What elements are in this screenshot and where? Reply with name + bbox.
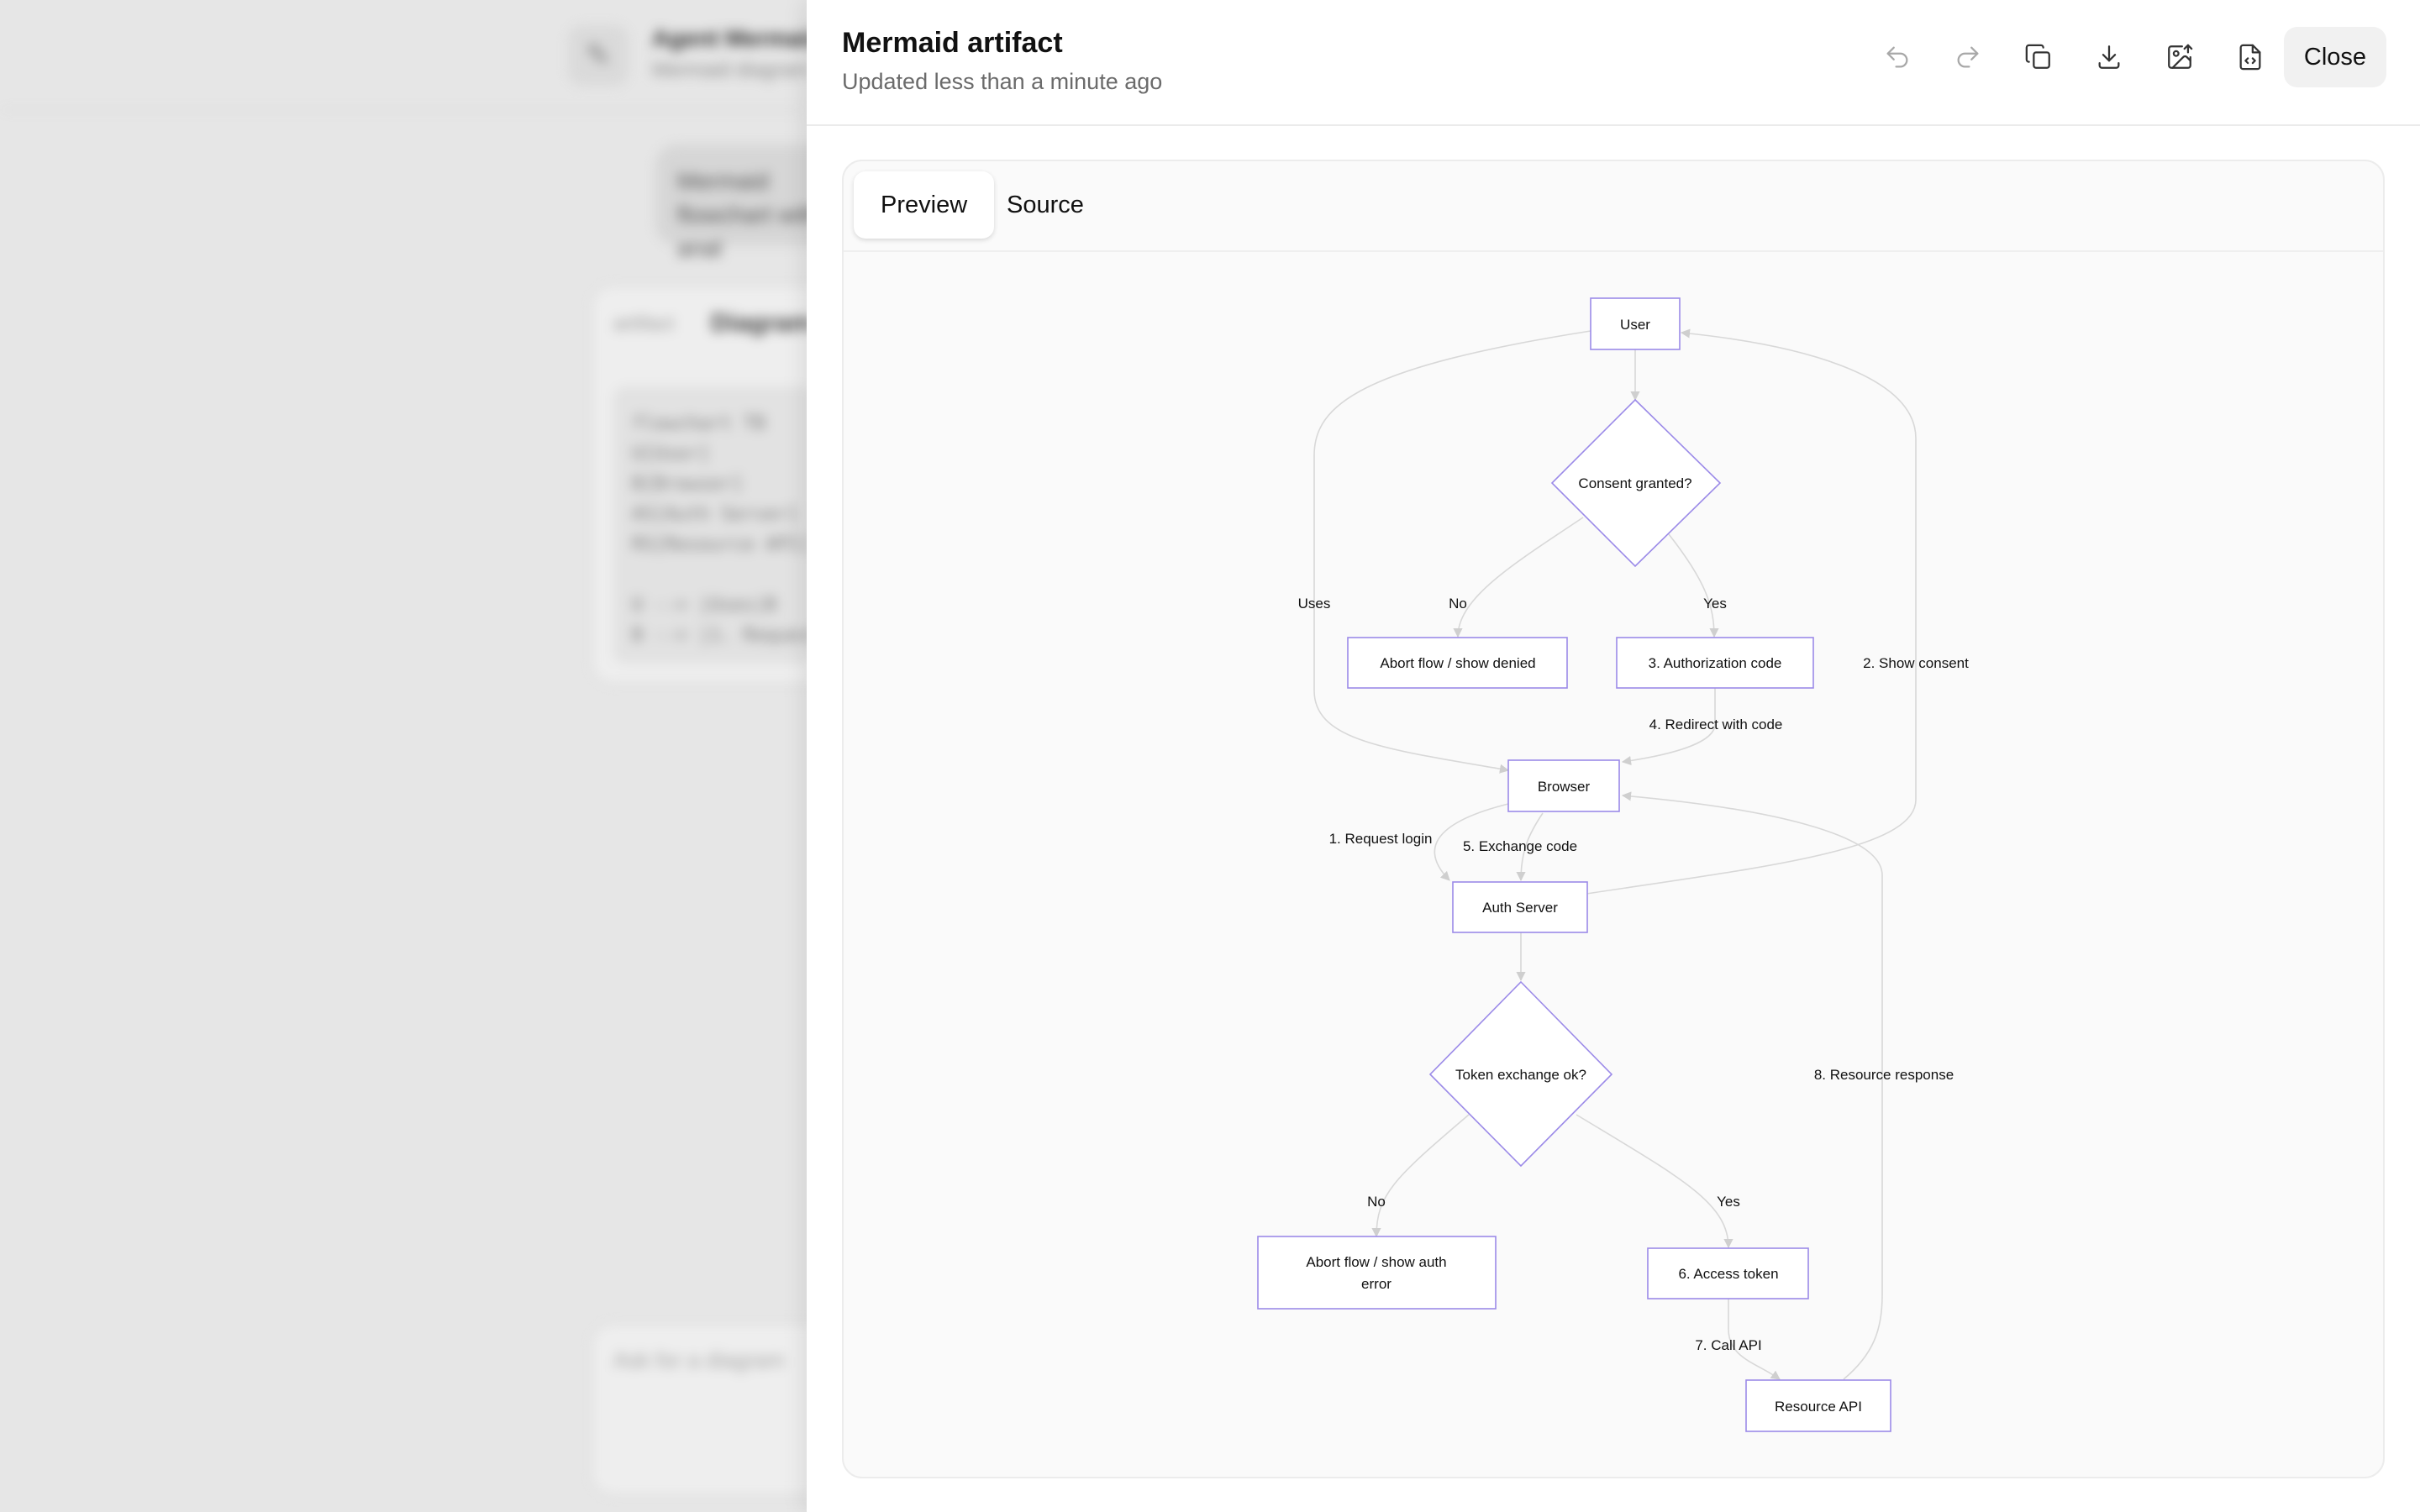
artifact-viewer: Preview Source xyxy=(842,160,2385,1478)
redo-button[interactable] xyxy=(1944,34,1991,81)
edge-authcode-redirect xyxy=(1621,688,1716,766)
background-chat: ✎ Agent Mermaid Mermaid diagram Mermaid … xyxy=(0,0,874,1512)
node-access-token xyxy=(1647,1247,1809,1299)
node-label-abort-denied: Abort flow / show denied xyxy=(1380,655,1535,671)
edge-token-no xyxy=(1371,1114,1470,1238)
background-code-block xyxy=(613,386,815,664)
node-label-resource-api: Resource API xyxy=(1775,1399,1862,1415)
background-subtitle: Mermaid diagram xyxy=(652,59,809,81)
node-label-user: User xyxy=(1620,317,1650,333)
edge-label-uses: Uses xyxy=(1298,596,1331,612)
edge-label-show-consent: 2. Show consent xyxy=(1863,655,1969,671)
background-input-placeholder: Ask for a diagram xyxy=(613,1347,785,1373)
edge-label-request-login: 1. Request login xyxy=(1329,831,1433,847)
background-code-line: B[Browser] xyxy=(632,474,744,495)
tab-source[interactable]: Source xyxy=(1007,191,1084,218)
node-token-exchange xyxy=(1428,980,1613,1168)
artifact-panel: Mermaid artifact Updated less than a min… xyxy=(807,0,2420,1512)
edge-user-uses-browser xyxy=(1313,330,1591,774)
undo-icon xyxy=(1886,46,1908,68)
edge-label-token-no: No xyxy=(1367,1194,1386,1210)
background-code-line: U --> |Uses|B xyxy=(632,595,777,616)
background-code-line: U[User] xyxy=(632,444,710,465)
node-auth-server xyxy=(1452,881,1588,933)
edge-token-yes xyxy=(1576,1114,1733,1249)
panel-title: Mermaid artifact xyxy=(842,27,1063,59)
node-browser xyxy=(1507,759,1620,812)
node-abort-auth xyxy=(1257,1236,1497,1310)
edge-browser-request-login xyxy=(1434,803,1509,881)
node-abort-denied xyxy=(1347,637,1568,689)
redo-icon xyxy=(1957,46,1979,68)
background-chat-input xyxy=(592,1324,847,1495)
edge-consent-yes xyxy=(1668,533,1719,638)
download-button[interactable] xyxy=(2086,34,2133,81)
undo-button[interactable] xyxy=(1874,34,1921,81)
node-label-authorization-code: 3. Authorization code xyxy=(1649,655,1782,671)
edge-browser-exchange-code xyxy=(1516,812,1544,882)
edge-label-exchange-code: 5. Exchange code xyxy=(1463,838,1577,854)
edge-label-resource-response: 8. Resource response xyxy=(1814,1067,1954,1083)
background-title: Agent Mermaid xyxy=(652,25,823,51)
node-label-access-token: 6. Access token xyxy=(1678,1266,1778,1282)
edit-pencil-icon: ✎ xyxy=(568,25,629,86)
edge-authserver-show-consent xyxy=(1586,328,1917,895)
node-user xyxy=(1590,297,1681,350)
close-button[interactable]: Close xyxy=(2284,27,2386,87)
node-label-auth-server: Auth Server xyxy=(1482,900,1558,916)
edge-label-redirect: 4. Redirect with code xyxy=(1649,717,1783,732)
background-header xyxy=(0,0,807,111)
export-image-button[interactable] xyxy=(2156,34,2203,81)
edge-label-token-yes: Yes xyxy=(1717,1194,1740,1210)
download-icon xyxy=(2098,45,2120,69)
file-code-icon xyxy=(2239,44,2261,71)
image-export-icon xyxy=(2168,44,2193,69)
background-card-title: Diagram xyxy=(711,309,813,337)
node-consent-granted xyxy=(1550,398,1722,568)
copy-icon xyxy=(2025,44,2050,69)
background-code-line: AS[Auth Server] xyxy=(632,504,799,525)
background-code-line: flowchart TB xyxy=(632,413,765,434)
updated-timestamp: Updated less than a minute ago xyxy=(842,69,1163,94)
panel-header: Mermaid artifact Updated less than a min… xyxy=(807,0,2420,126)
edge-label-consent-yes: Yes xyxy=(1703,596,1727,612)
node-resource-api xyxy=(1745,1379,1891,1432)
export-code-button[interactable] xyxy=(2227,34,2274,81)
node-authorization-code xyxy=(1616,637,1814,689)
node-label-token-exchange: Token exchange ok? xyxy=(1455,1067,1586,1083)
edge-label-call-api: 7. Call API xyxy=(1695,1337,1761,1353)
edge-accesstoken-call-api xyxy=(1728,1299,1781,1380)
edge-resource-response xyxy=(1621,791,1883,1380)
edge-label-consent-no: No xyxy=(1449,596,1467,612)
copy-button[interactable] xyxy=(2015,34,2062,81)
edge-consent-no xyxy=(1453,517,1584,638)
viewer-tabs: Preview Source xyxy=(844,161,2383,252)
node-label-browser: Browser xyxy=(1538,779,1591,795)
node-label-abort-auth-line2: error xyxy=(1361,1276,1392,1292)
mermaid-diagram[interactable]: User Consent granted? Abort flow / show … xyxy=(844,252,2383,1470)
background-card-label: artifact xyxy=(613,312,675,335)
node-label-abort-auth-line1: Abort flow / show auth xyxy=(1306,1254,1446,1270)
tab-preview[interactable]: Preview xyxy=(854,171,995,239)
background-code-line: RS[Resource API] xyxy=(632,534,810,555)
node-label-consent: Consent granted? xyxy=(1578,475,1691,491)
